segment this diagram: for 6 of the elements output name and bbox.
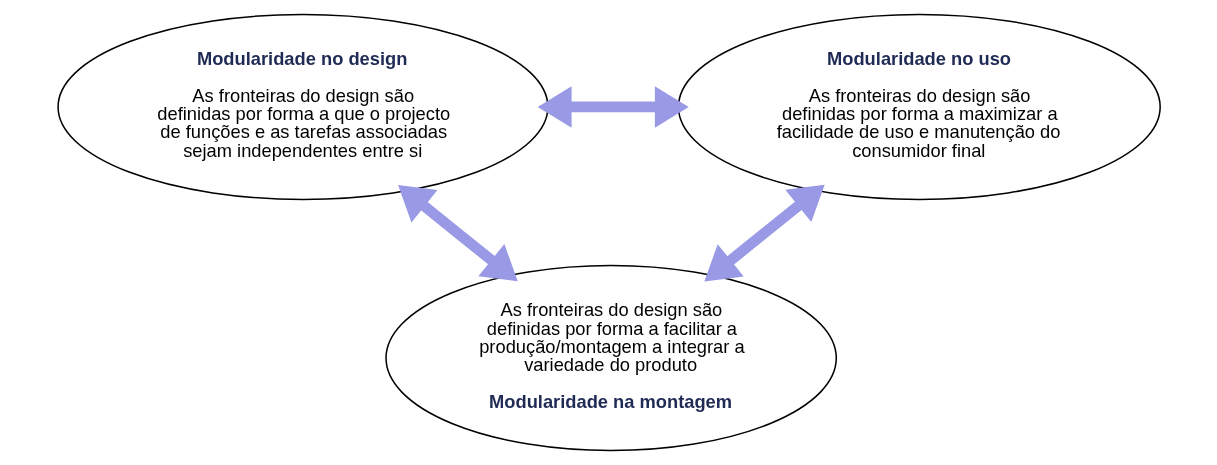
arrow <box>703 184 825 282</box>
node-ellipse: Modularidade no design As fronteiras do design são definidas por forma a que o projecto de funções e as tarefas associadas sejam independentes entre si <box>56 13 549 201</box>
arrow <box>537 86 689 128</box>
node-ellipse: Modularidade no uso As fronteiras do design são definidas por forma a maximizar a facilidade de uso e manutenção do consumidor final <box>677 13 1161 201</box>
node-ellipse: As fronteiras do design são definidas por forma a facilitar a produção/montagem a integrar a variedade do produto Modularidade na montagem <box>384 264 837 452</box>
arrow <box>397 185 518 282</box>
